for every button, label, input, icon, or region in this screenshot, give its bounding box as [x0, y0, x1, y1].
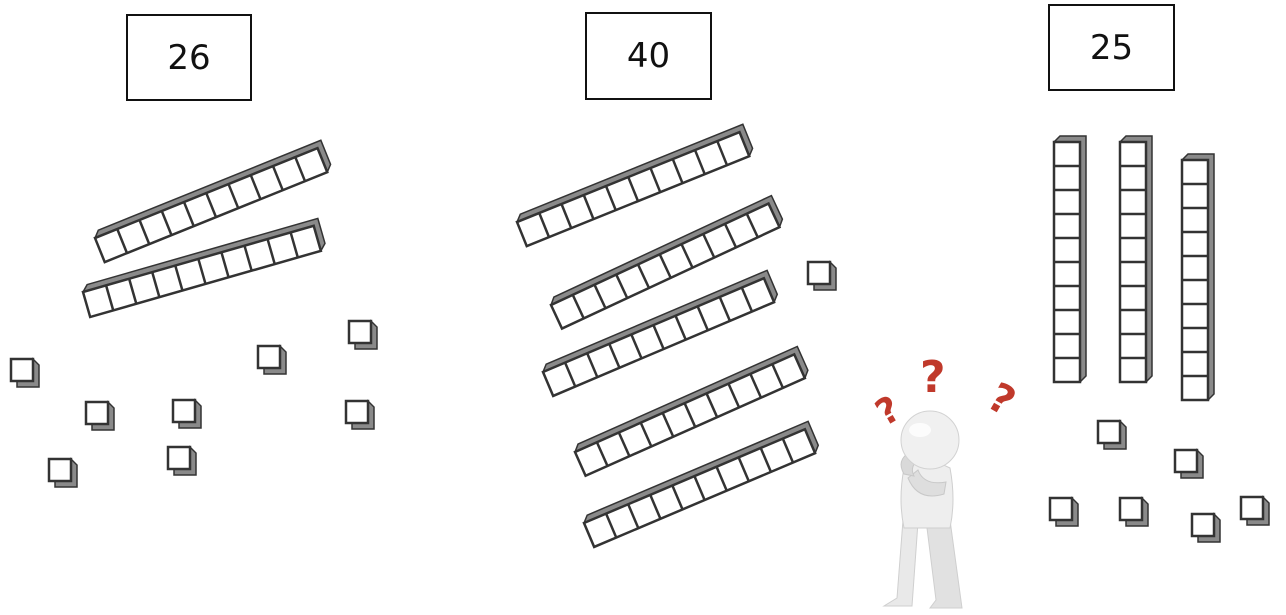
group-1-one-cube	[168, 447, 196, 475]
group-1-one-cube	[346, 401, 374, 429]
group-1-blocks	[11, 140, 377, 487]
group-2-blocks	[515, 124, 836, 547]
group-1-one-cube	[86, 402, 114, 430]
group-3-one-cube	[1175, 450, 1203, 478]
figure-left-leg	[884, 520, 918, 606]
group-3-one-cube	[1241, 497, 1269, 525]
question-mark-center: ?	[920, 352, 946, 403]
group-3-ten-rod	[1054, 136, 1086, 382]
group-3-one-cube	[1050, 498, 1078, 526]
figure-head	[901, 411, 959, 469]
question-mark-left: ?	[869, 389, 908, 435]
group-2-one-cube	[808, 262, 836, 290]
group-1-one-cube	[173, 400, 201, 428]
group-1-one-cube	[49, 459, 77, 487]
group-1-one-cube	[349, 321, 377, 349]
thinking-person-figure: ? ? ?	[869, 352, 1023, 608]
group-3-one-cube	[1120, 498, 1148, 526]
group-3-one-cube	[1098, 421, 1126, 449]
group-3-ten-rod	[1120, 136, 1152, 382]
group-1-one-cube	[258, 346, 286, 374]
group-3-one-cube	[1192, 514, 1220, 542]
group-3-ten-rod	[1182, 154, 1214, 400]
group-1-one-cube	[11, 359, 39, 387]
figure-right-leg	[926, 520, 962, 608]
group-3-blocks	[1050, 136, 1269, 542]
question-mark-right: ?	[980, 374, 1023, 425]
